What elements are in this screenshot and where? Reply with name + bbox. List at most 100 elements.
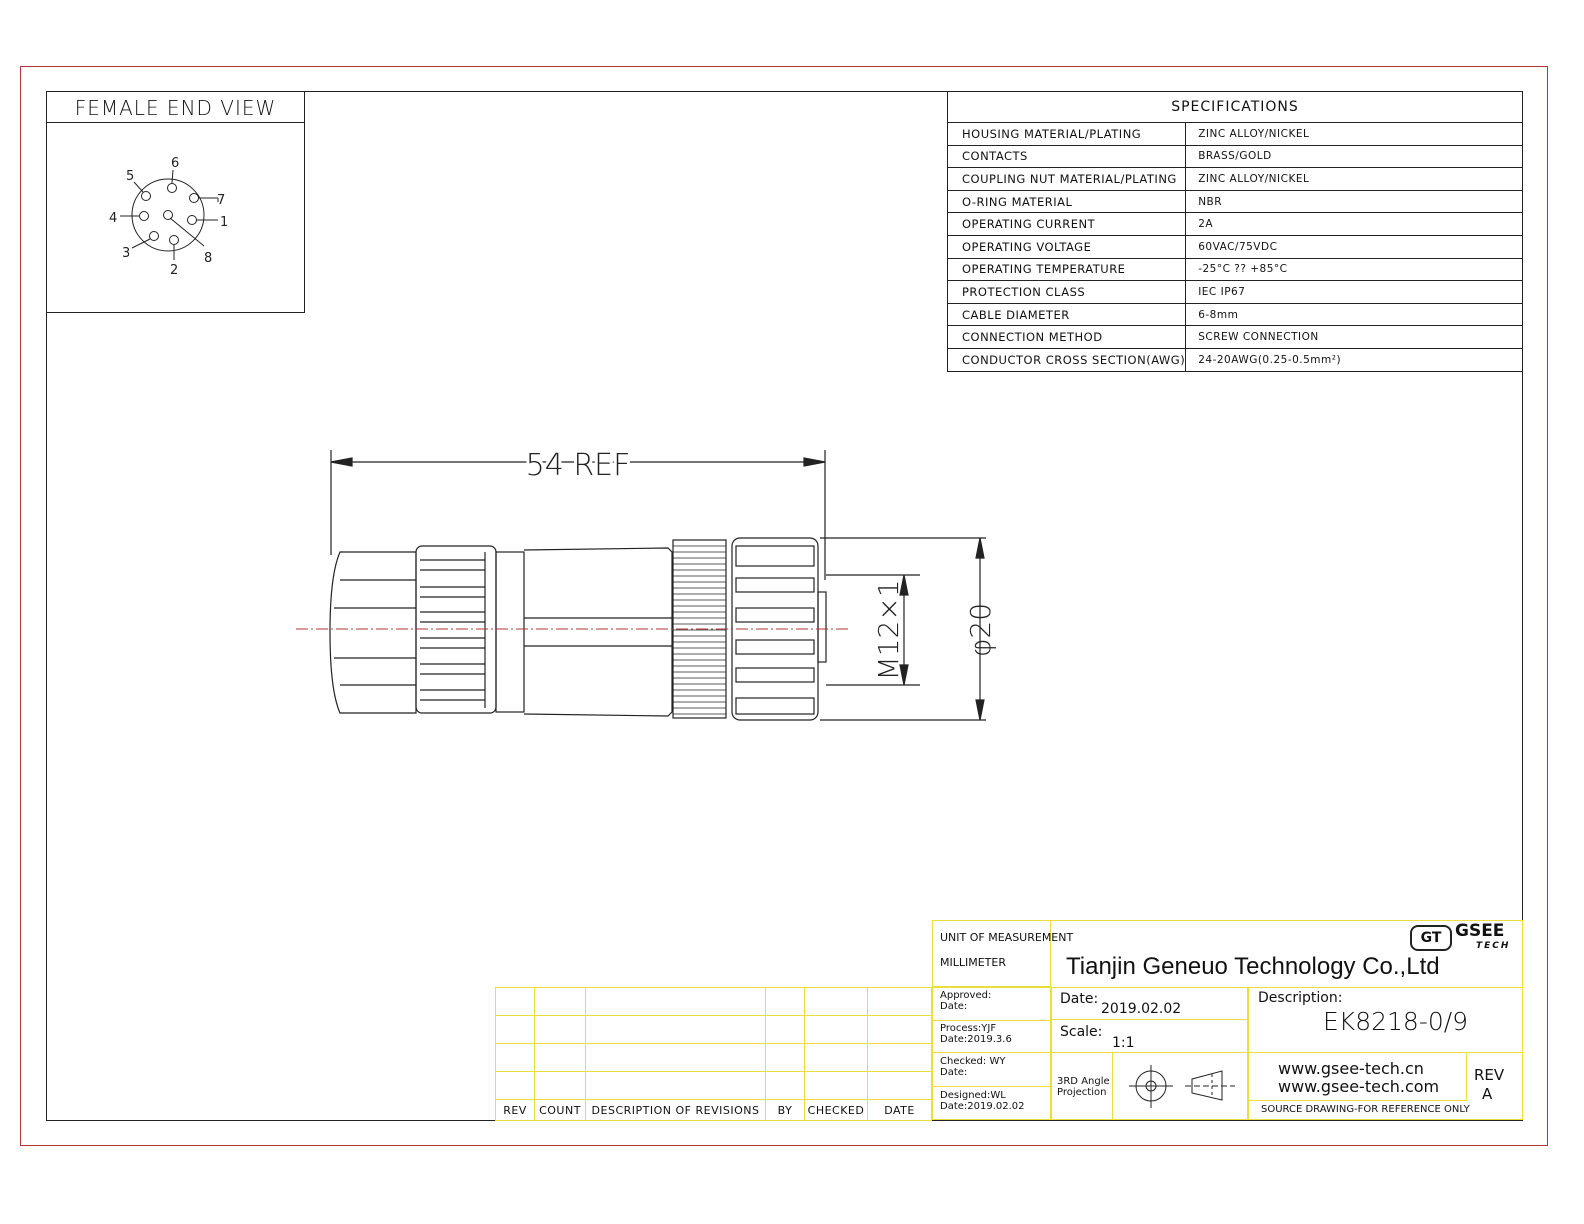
spec-label: CABLE DIAMETER xyxy=(947,303,1187,327)
date-cell xyxy=(1051,987,1248,1020)
female-end-view-title: FEMALE END VIEW xyxy=(46,91,305,123)
date-value: 2019.02.02 xyxy=(1101,1001,1182,1017)
website-cell xyxy=(1248,1053,1467,1101)
source-note: SOURCE DRAWING-FOR REFERENCE ONLY xyxy=(1261,1104,1470,1115)
pin-label-2: 2 xyxy=(170,263,178,278)
pin-2 xyxy=(169,235,179,245)
spec-value: SCREW CONNECTION xyxy=(1185,325,1523,349)
pin-label-4: 4 xyxy=(109,211,117,226)
spec-value: 2A xyxy=(1185,212,1523,236)
spec-label: OPERATING TEMPERATURE xyxy=(947,258,1187,282)
spec-value: 60VAC/75VDC xyxy=(1185,235,1523,259)
unit-label: UNIT OF MEASUREMENT xyxy=(940,931,1074,944)
company-logo-icon: GT xyxy=(1410,925,1452,951)
spec-value: BRASS/GOLD xyxy=(1185,145,1523,169)
projection-cell xyxy=(1051,1053,1113,1120)
spec-value: NBR xyxy=(1185,190,1523,214)
description-label: Description: xyxy=(1258,990,1343,1006)
length-dimension-label: 54 REF xyxy=(526,448,631,483)
pin-4 xyxy=(139,211,149,221)
logo-name: GSEE xyxy=(1455,921,1505,941)
pin-layout-diagram: 1 2 3 4 5 6 7 8 xyxy=(109,156,228,278)
rev-value: A xyxy=(1482,1085,1493,1103)
pin-5 xyxy=(141,191,151,201)
approved-date: Date: xyxy=(940,1001,968,1012)
process-date: Date:2019.3.6 xyxy=(940,1034,1012,1045)
spec-value: 6-8mm xyxy=(1185,303,1523,327)
drawing-frame xyxy=(46,91,1523,1121)
outer-border xyxy=(20,66,1548,1146)
spec-value: 24-20AWG(0.25-0.5mm²) xyxy=(1185,348,1523,372)
projection-label-1: 3RD Angle xyxy=(1057,1076,1110,1087)
connector-side-view: 54 REF M12×1 φ20 xyxy=(296,445,997,721)
pin-label-8: 8 xyxy=(204,251,212,266)
spec-value: IEC IP67 xyxy=(1185,280,1523,304)
unit-cell xyxy=(932,920,1051,987)
projection-label-2: Projection xyxy=(1057,1087,1107,1098)
diameter-dimension-label: φ20 xyxy=(964,603,997,657)
spec-label: OPERATING CURRENT xyxy=(947,212,1187,236)
connector-face-outline xyxy=(131,178,205,252)
spec-value: -25°C ?? +85°C xyxy=(1185,258,1523,282)
revision-header: DATE xyxy=(867,1099,932,1121)
source-note-cell xyxy=(1248,1101,1523,1120)
specifications-title: SPECIFICATIONS xyxy=(947,91,1523,123)
spec-label: PROTECTION CLASS xyxy=(947,280,1187,304)
approved-label: Approved: xyxy=(940,990,992,1001)
revision-header: COUNT xyxy=(534,1099,586,1121)
company-name: Tianjin Geneuo Technology Co.,Ltd xyxy=(1066,953,1440,980)
pin-label-1: 1 xyxy=(220,215,228,230)
process-label: Process:YJF xyxy=(940,1023,997,1034)
spec-label: CONDUCTOR CROSS SECTION(AWG) xyxy=(947,348,1187,372)
spec-row: OPERATING TEMPERATURE-25°C ?? +85°C xyxy=(947,258,1523,282)
pin-7 xyxy=(189,193,199,203)
website-com: www.gsee-tech.com xyxy=(1278,1077,1440,1096)
description-cell xyxy=(1248,987,1523,1053)
spec-label: O-RING MATERIAL xyxy=(947,190,1187,214)
checked-date: Date: xyxy=(940,1067,968,1078)
spec-row: CONDUCTOR CROSS SECTION(AWG)24-20AWG(0.2… xyxy=(947,348,1523,372)
revision-header: CHECKED xyxy=(804,1099,868,1121)
pin-6 xyxy=(167,183,177,193)
third-angle-projection-icon xyxy=(1129,1065,1235,1108)
scale-cell xyxy=(1051,1020,1248,1053)
pin-label-6: 6 xyxy=(171,156,179,171)
projection-symbol-cell xyxy=(1113,1053,1248,1120)
designed-date: Date:2019.02.02 xyxy=(940,1101,1025,1112)
signoff-divider-a xyxy=(932,1020,1051,1053)
designed-label: Designed:WL xyxy=(940,1090,1006,1101)
spec-label: OPERATING VOLTAGE xyxy=(947,235,1187,259)
rev-label: REV xyxy=(1474,1066,1505,1084)
spec-label: HOUSING MATERIAL/PLATING xyxy=(947,122,1187,146)
spec-value: ZINC ALLOY/NICKEL xyxy=(1185,167,1523,191)
signoff-divider-b xyxy=(932,1086,1051,1087)
revision-header: BY xyxy=(765,1099,805,1121)
thread-dimension-label: M12×1 xyxy=(872,579,905,680)
pin-3 xyxy=(149,231,159,241)
spec-label: COUPLING NUT MATERIAL/PLATING xyxy=(947,167,1187,191)
part-number: EK8218-0/9 xyxy=(1323,1007,1469,1036)
scale-label: Scale: xyxy=(1060,1024,1103,1040)
unit-value: MILLIMETER xyxy=(940,956,1006,969)
pin-1 xyxy=(187,215,197,225)
scale-value: 1:1 xyxy=(1112,1035,1135,1051)
revision-header: DESCRIPTION OF REVISIONS xyxy=(585,1099,766,1121)
female-end-view-box xyxy=(46,91,305,313)
signoff-column xyxy=(932,987,1051,1120)
spec-label: CONNECTION METHOD xyxy=(947,325,1187,349)
spec-value: ZINC ALLOY/NICKEL xyxy=(1185,122,1523,146)
spec-label: CONTACTS xyxy=(947,145,1187,169)
pin-8 xyxy=(163,210,173,220)
logo-sub: TECH xyxy=(1476,941,1511,951)
